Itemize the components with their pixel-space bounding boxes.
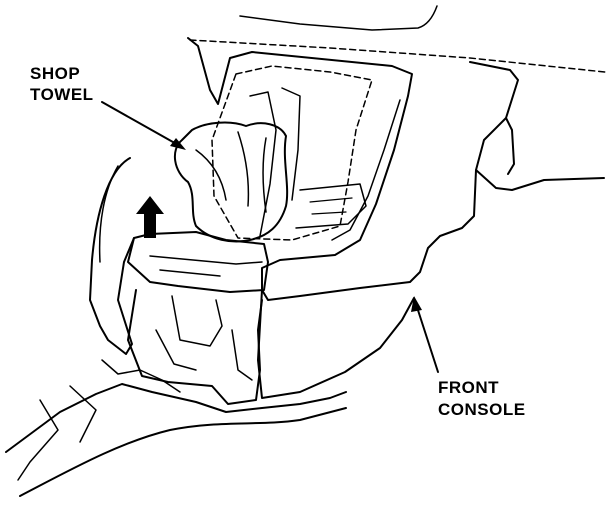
floor-lower-edge [19,407,347,497]
front-console-label-line-1: FRONT [438,378,500,397]
shift-lever [249,91,277,237]
front-console-leader [415,303,439,373]
console-right-side [475,169,605,191]
shop-towel-leader [101,101,181,147]
console-front-panel [257,289,415,399]
shift-opening [211,65,373,241]
shop-towel-leader-arrowhead [170,138,186,150]
shifter-base-inner [149,255,263,277]
center-support-detail [155,295,253,381]
up-arrow-icon [136,196,164,238]
floor-left-scrap [17,385,97,481]
shift-lever-rear [281,87,301,201]
front-console-leader-arrowhead [411,296,422,312]
floor-rib [101,359,181,393]
console-inner-shadow [331,99,401,241]
console-housing [187,37,519,301]
left-bracket-inner [98,165,119,263]
shifter-base-plate [127,231,269,293]
shop-towel-label-line-1: SHOP [30,64,81,83]
shop-towel-fold [195,131,267,213]
left-bracket [89,157,135,355]
shop-towel [173,121,289,243]
inner-bracket-detail [309,197,353,215]
dashboard-edge [239,5,438,31]
shop-towel-label-line-2: TOWEL [30,85,94,104]
center-support [127,289,263,405]
front-console-label-line-2: CONSOLE [438,400,526,419]
inner-bracket [295,183,367,229]
dashboard-upper-edge [189,39,606,73]
floor-tunnel [5,383,347,453]
console-rear-edge [505,117,515,175]
